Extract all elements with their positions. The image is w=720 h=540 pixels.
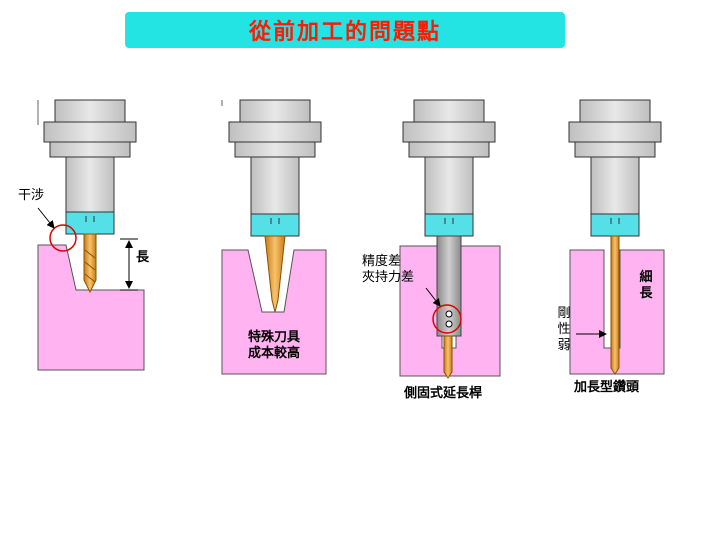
precision-note: 精度差 夾持力差: [362, 254, 414, 286]
special-tool-note: 特殊刀具 成本較高: [242, 330, 306, 362]
clamp-pointer: [425, 287, 441, 307]
special-tool-line-2: 成本較高: [247, 346, 300, 361]
collet-4: [590, 213, 640, 237]
extension-bar: [436, 235, 462, 337]
precision-line-2: 夾持力差: [362, 270, 415, 285]
interference-circle: [49, 224, 77, 252]
page-title: 從前加工的問題點: [248, 20, 441, 45]
panel-1-interference: [37, 99, 145, 371]
tool-holder-1: [37, 99, 137, 213]
title-banner: 從前加工的問題點: [125, 12, 565, 48]
special-tool: [264, 235, 286, 313]
panel-4-long-drill: [568, 99, 665, 375]
side-lock-caption: 側固式延長桿: [404, 386, 483, 401]
rigidity-weak-label: 剛性弱: [557, 306, 571, 353]
precision-line-1: 精度差: [362, 254, 402, 269]
set-screw-2: [445, 320, 453, 328]
clamp-circle: [432, 304, 462, 334]
long-drill-caption: 加長型鑽頭: [574, 380, 640, 395]
workpiece-1: [37, 244, 145, 371]
end-mill-3: [443, 335, 453, 379]
length-label: 長: [136, 250, 150, 265]
interference-pointer: [37, 207, 55, 229]
panel-2-special-tool: [221, 99, 327, 375]
workpiece-4: [569, 249, 665, 375]
workpiece-2: [221, 249, 327, 375]
panel-3-side-lock-extension: [399, 99, 501, 379]
collet-3: [424, 213, 474, 237]
tool-holder-3: [402, 99, 496, 215]
set-screw-1: [445, 310, 453, 318]
special-tool-line-1: 特殊刀具: [247, 330, 300, 345]
interference-label: 干涉: [18, 188, 45, 203]
tool-holder-2: [221, 99, 322, 215]
end-mill-1: [83, 233, 97, 294]
thin-long-label: 細長: [639, 270, 653, 301]
collet-2: [250, 213, 300, 237]
tool-holder-4: [568, 99, 662, 215]
long-drill: [610, 235, 620, 375]
length-dimension: [120, 238, 138, 291]
